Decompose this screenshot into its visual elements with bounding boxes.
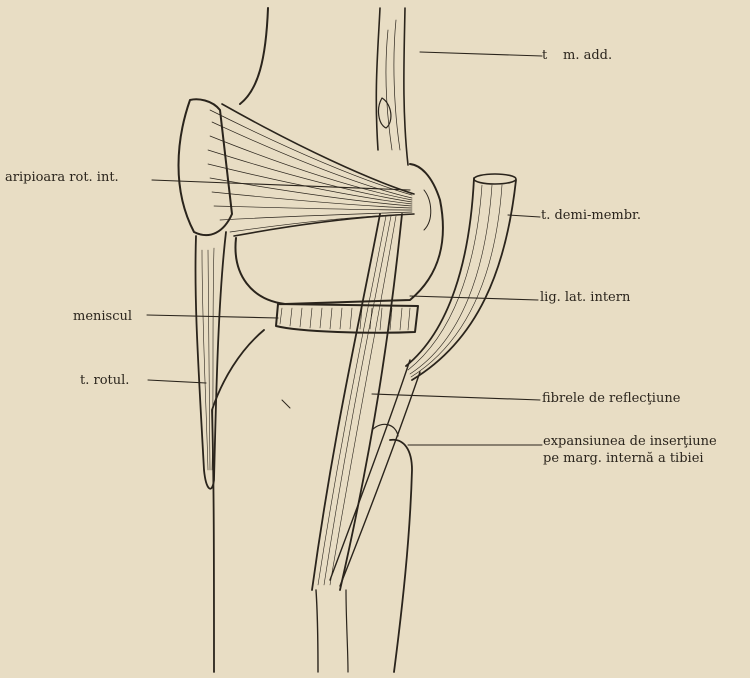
label-fibrele: fibrele de reflecţiune	[542, 391, 680, 406]
label-demi-membr: t. demi-membr.	[541, 208, 641, 223]
label-lig-lat-intern: lig. lat. intern	[540, 290, 630, 305]
semimembranosus-tendon	[406, 178, 474, 366]
label-t-rotul: t. rotul.	[80, 373, 129, 388]
reflection-fibers	[330, 360, 410, 580]
adductor-tendon	[376, 8, 380, 150]
medial-collateral-ligament	[312, 214, 380, 590]
label-expansiunea-line2: pe marg. internă a tibiei	[543, 451, 704, 466]
label-m-add: m. add.	[563, 48, 612, 63]
femur-outline	[240, 8, 268, 104]
leader-lines	[147, 52, 542, 445]
meniscus	[276, 304, 418, 333]
label-meniscul: meniscul	[73, 309, 132, 324]
patellar-tendon	[195, 232, 226, 489]
label-expansiunea-line1: expansiunea de inserţiune	[543, 434, 717, 449]
label-m-add-prefix: t	[542, 48, 547, 63]
tibia-outline	[212, 330, 264, 672]
patella	[179, 99, 233, 235]
label-aripioara: aripioara rot. int.	[5, 170, 119, 185]
retinaculum-fibers	[208, 110, 412, 232]
femoral-condyle	[235, 164, 442, 304]
